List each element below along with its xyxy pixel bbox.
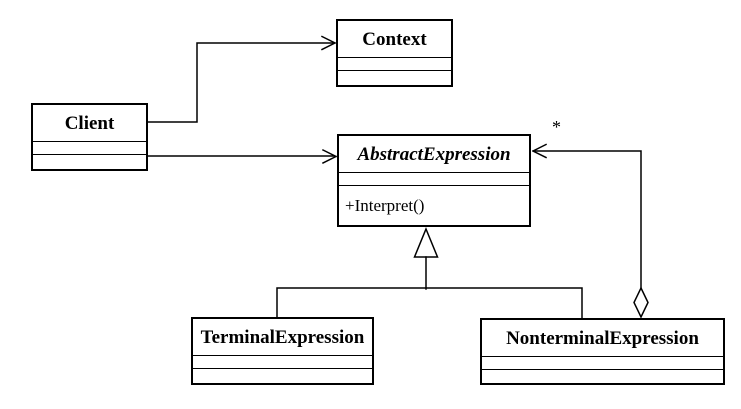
attributes-compartment-nonterminal-expression	[482, 357, 723, 370]
class-box-context: Context	[336, 19, 453, 87]
dependency-client-context	[146, 35, 337, 123]
class-box-abstract-expression: AbstractExpression +Interpret()	[337, 134, 531, 227]
methods-compartment-client	[33, 155, 146, 169]
open-arrowhead-icon	[321, 148, 338, 165]
attributes-compartment-context	[338, 58, 451, 71]
attributes-compartment-client	[33, 142, 146, 155]
attributes-compartment-abstract-expression	[339, 173, 529, 186]
class-box-client: Client	[31, 103, 148, 171]
methods-compartment-nonterminal-expression	[482, 370, 723, 383]
aggregation-diamond-icon	[633, 286, 649, 319]
method-interpret: +Interpret()	[345, 195, 425, 215]
multiplicity-star-label: *	[552, 117, 561, 137]
methods-compartment-terminal-expression	[193, 369, 372, 383]
dependency-line	[146, 42, 334, 123]
methods-compartment-context	[338, 71, 451, 85]
class-box-terminal-expression: TerminalExpression	[191, 317, 374, 385]
inheritance-triangle-icon	[413, 227, 439, 258]
generalization-branch-line	[276, 287, 583, 320]
class-box-nonterminal-expression: NonterminalExpression	[480, 318, 725, 385]
class-name-abstract-expression: AbstractExpression	[339, 136, 529, 173]
class-name-client: Client	[33, 105, 146, 142]
class-name-context: Context	[338, 21, 451, 58]
class-name-nonterminal-expression: NonterminalExpression	[482, 320, 723, 357]
open-arrowhead-icon	[320, 35, 337, 51]
generalization-connector	[276, 227, 583, 320]
open-arrowhead-icon	[531, 143, 548, 159]
aggregation-nonterminal-abstractexpression	[531, 143, 649, 319]
class-name-terminal-expression: TerminalExpression	[193, 319, 372, 356]
methods-compartment-abstract-expression: +Interpret()	[339, 186, 529, 225]
attributes-compartment-terminal-expression	[193, 356, 372, 369]
dependency-client-abstractexpression	[146, 148, 338, 165]
aggregation-line	[533, 150, 642, 290]
